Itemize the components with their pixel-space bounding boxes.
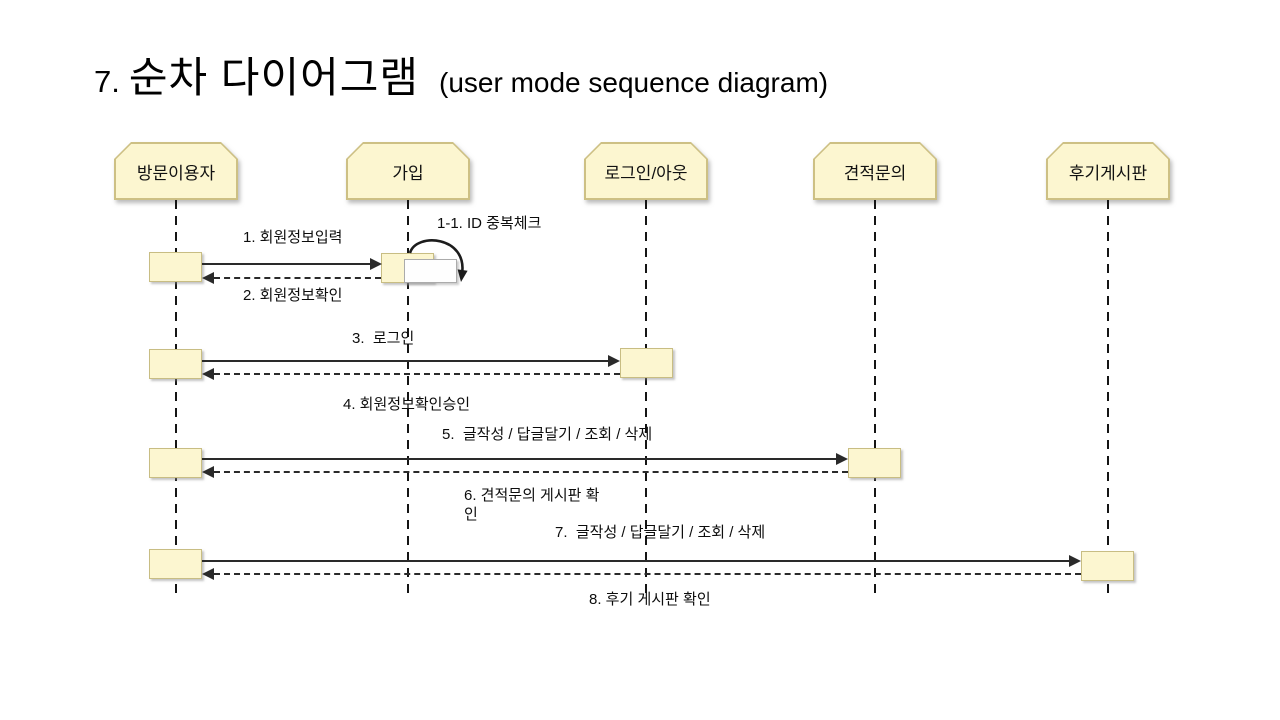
return-arrow-8 — [202, 568, 1081, 580]
lifeline-visitor — [175, 200, 178, 600]
activation-box — [848, 448, 901, 478]
actor-box-login: 로그인/아웃 — [584, 142, 708, 200]
title-subtitle: (user mode sequence diagram) — [439, 67, 829, 98]
activation-box — [620, 348, 673, 378]
actor-box-visitor: 방문이용자 — [114, 142, 238, 200]
activation-box — [149, 252, 202, 282]
message-label-7: 7. 글작성 / 답글달기 / 조회 / 삭제 — [555, 524, 766, 541]
message-label-8: 8. 후기 게시판 확인 — [589, 591, 711, 608]
actor-label: 로그인/아웃 — [586, 144, 707, 199]
actor-label: 가입 — [348, 144, 469, 199]
title-number: 7. — [94, 64, 120, 99]
message-label-3: 3. 로그인 — [352, 330, 415, 347]
actor-box-quote: 견적문의 — [813, 142, 937, 200]
activation-box — [149, 549, 202, 579]
title-main: 순차 다이어그램 — [128, 54, 420, 101]
return-arrow-2 — [202, 272, 381, 284]
message-arrow-3 — [202, 355, 620, 367]
actor-label: 방문이용자 — [116, 144, 237, 199]
activation-box — [149, 349, 202, 379]
message-label-2: 2. 회원정보확인 — [243, 287, 343, 304]
actor-label: 후기게시판 — [1048, 144, 1169, 199]
lifeline-signup — [407, 200, 410, 600]
message-arrow-7 — [202, 555, 1081, 567]
nested-activation-box — [404, 259, 457, 283]
message-arrow-1 — [202, 258, 382, 270]
activation-box — [1081, 551, 1134, 581]
actor-box-review: 후기게시판 — [1046, 142, 1170, 200]
message-arrow-5 — [202, 453, 848, 465]
return-arrow-6 — [202, 466, 848, 478]
lifeline-login — [645, 200, 648, 600]
page-title: 7. 순차 다이어그램 (user mode sequence diagram) — [94, 44, 828, 105]
message-label-5: 5. 글작성 / 답글달기 / 조회 / 삭제 — [442, 426, 653, 443]
activation-box — [149, 448, 202, 478]
lifeline-quote — [874, 200, 877, 600]
self-message-arrow — [408, 239, 468, 282]
lifeline-review — [1107, 200, 1110, 600]
actor-box-signup: 가입 — [346, 142, 470, 200]
message-label-4: 4. 회원정보확인승인 — [343, 396, 471, 413]
return-arrow-4 — [202, 368, 620, 380]
actor-label: 견적문의 — [815, 144, 936, 199]
message-label-1: 1. 회원정보입력 — [243, 229, 343, 246]
message-label-6: 6. 견적문의 게시판 확 인 — [464, 487, 600, 523]
message-label-1-1: 1-1. ID 중복체크 — [437, 215, 542, 232]
